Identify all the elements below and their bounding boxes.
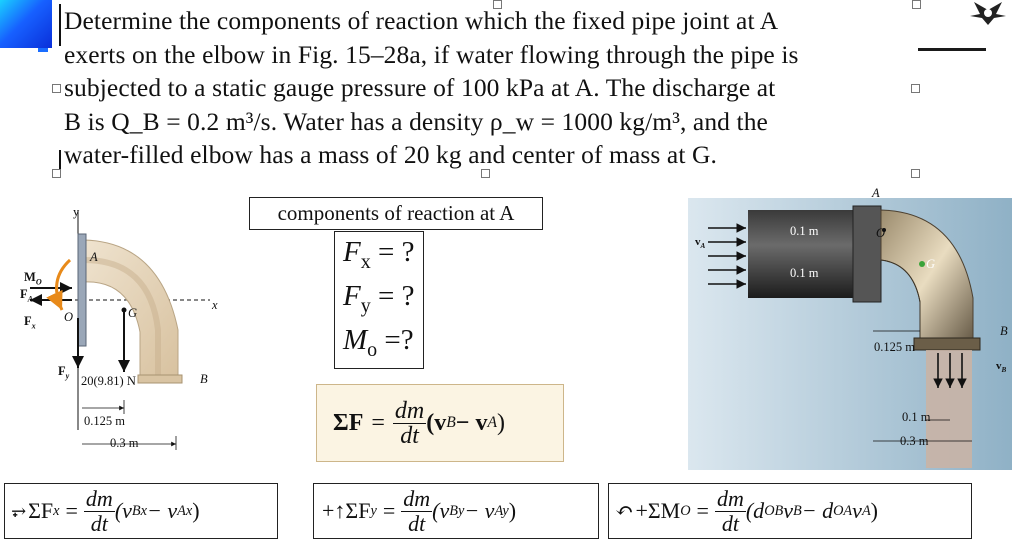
photo-point-a-label: A [872, 186, 880, 200]
eq-lhs: ΣF [333, 409, 364, 436]
photo-point-g-label: G [926, 257, 936, 271]
selection-handle[interactable] [911, 169, 920, 178]
photo-va-label: vA [695, 236, 706, 251]
unknown-mo: Mo =? [343, 324, 414, 361]
photo-dim-0125: 0.125 m [874, 340, 915, 354]
fbd-moment-label: MO [24, 270, 42, 287]
components-title-box: components of reaction at A [249, 197, 543, 230]
selection-handle[interactable] [52, 84, 61, 93]
counterclockwise-arrow-icon: ↶ [615, 498, 634, 523]
photo-point-b-label: B [1000, 324, 1008, 338]
free-body-diagram [30, 210, 210, 450]
selection-handle[interactable] [912, 0, 921, 9]
right-arrow-icon: ⥅ [11, 500, 27, 521]
problem-line: water-filled elbow has a mass of 20 kg a… [64, 140, 718, 169]
photo-point-o-label: O [876, 226, 886, 240]
slide-logo-block [0, 0, 52, 48]
problem-statement: Determine the components of reaction whi… [64, 4, 904, 172]
photo-dim-01: 0.1 m [902, 410, 931, 424]
problem-line: Determine the components of reaction whi… [64, 6, 779, 35]
unknown-fy: Fy = ? [343, 280, 415, 317]
selection-handle[interactable] [911, 84, 920, 93]
text-cursor-bar [59, 4, 61, 46]
fbd-point-b-label: B [200, 372, 208, 386]
fbd-force-x-label: Fx [24, 314, 36, 331]
fbd-force-a-label: FA [20, 287, 34, 304]
fbd-dim-0125: 0.125 m [84, 414, 125, 428]
fbd-x-axis-label: x [212, 298, 218, 312]
fbd-point-a-label: A [90, 250, 98, 264]
problem-line: B is Q_B = 0.2 m³/s. Water has a density… [64, 106, 768, 136]
problem-line: subjected to a static gauge pressure of … [64, 73, 776, 102]
fbd-point-o-label: O [64, 310, 74, 324]
photo-radius-2: 0.1 m [790, 266, 819, 280]
selection-handle[interactable] [481, 169, 490, 178]
fbd-force-y-label: Fy [58, 364, 70, 381]
photo-radius-1: 0.1 m [790, 224, 819, 238]
text-cursor-bar [59, 150, 61, 172]
fbd-y-axis-label: y [73, 205, 80, 219]
unknowns-box: Fx = ? Fy = ? Mo =? [334, 231, 424, 369]
fbd-point-g-label: G [128, 306, 138, 320]
photo-dim-03: 0.3 m [900, 434, 929, 448]
selection-handle[interactable] [52, 169, 61, 178]
slide-logo-accent [38, 48, 48, 52]
unknown-fx: Fx = ? [343, 236, 415, 273]
university-seal-icon [970, 2, 1006, 25]
photo-vb-label: vB [996, 360, 1007, 375]
fbd-dim-03: 0.3 m [110, 436, 139, 450]
pipe-photo [688, 198, 1012, 470]
selection-handle[interactable] [493, 0, 502, 9]
problem-line: exerts on the elbow in Fig. 15–28a, if w… [64, 39, 799, 69]
slide-dash-line [918, 48, 986, 51]
fbd-weight-label: 20(9.81) N [81, 374, 136, 388]
